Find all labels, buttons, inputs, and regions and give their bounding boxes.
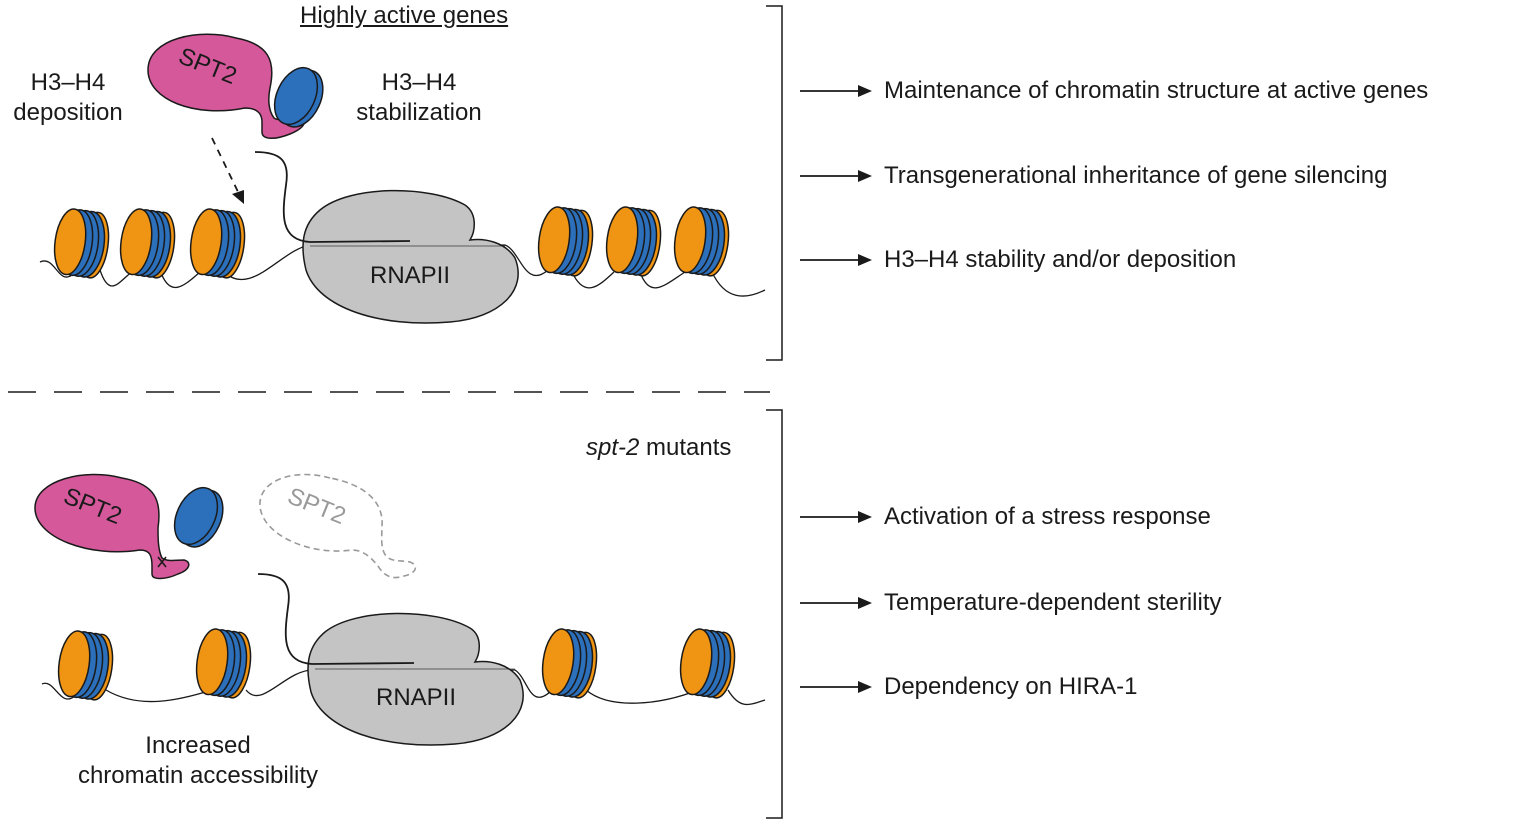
outcome-bottom-1: Activation of a stress response [800,502,1211,532]
mutation-cross-icon [157,556,167,568]
spt2-protein-bottom [34,473,190,580]
spt2-protein-top [147,33,306,139]
nucleosome [675,626,740,701]
nucleosome [185,206,250,281]
label-line: H3–H4 [30,69,106,96]
label-h3h4-stabilization: H3–H4 stabilization [340,68,498,128]
deposition-arrowhead [232,190,244,204]
rnapii-blob-top [302,189,519,324]
outcome-top-2: Transgenerational inheritance of gene si… [800,161,1387,191]
label-h3h4-deposition: H3–H4 deposition [0,68,136,128]
nucleosome [669,204,734,279]
nucleosome [49,206,114,281]
outcome-text: Temperature-dependent sterility [884,589,1222,616]
bracket-top [766,5,783,361]
deposition-dashed-arrow [211,137,241,197]
outcome-text: Maintenance of chromatin structure at ac… [884,77,1429,104]
h3-h4-histone-free [165,480,233,555]
nucleosome [115,206,180,281]
rna-transcript-top [254,151,411,243]
label-line: stabilization [356,99,482,126]
right-arrow-icon [800,170,872,182]
label-line: chromatin accessibility [77,762,319,789]
nucleosome [537,626,602,701]
outcome-text: Activation of a stress response [884,503,1211,530]
outcome-text: Transgenerational inheritance of gene si… [884,162,1388,189]
panel-title-top: Highly active genes [300,2,509,29]
outcome-bottom-2: Temperature-dependent sterility [800,588,1222,618]
outcome-top-3: H3–H4 stability and/or deposition [800,245,1236,275]
nucleosome [191,626,256,701]
panel-title-bottom: spt-2 mutants [586,433,731,463]
outcome-top-1: Maintenance of chromatin structure at ac… [800,76,1428,106]
label-line: H3–H4 [381,69,457,96]
rnapii-label-bottom: RNAPII [375,684,456,711]
right-arrow-icon [800,85,872,97]
nucleosome [601,204,666,279]
outcome-bottom-3: Dependency on HIRA-1 [800,672,1137,702]
right-arrow-icon [800,254,872,266]
label-line: Increased [145,732,251,759]
right-arrow-icon [800,681,872,693]
label-line: deposition [13,99,123,126]
rnapii-label-top: RNAPII [369,262,450,289]
panel-title-rest: mutants [639,434,732,461]
spt2-ghost-label: SPT2 [284,483,350,531]
bracket-bottom [766,409,783,819]
right-arrow-icon [800,511,872,523]
spt2-ghost-outline [259,473,417,579]
label-increased-accessibility: Increased chromatin accessibility [46,731,350,791]
nucleosome [533,204,598,279]
rnapii-blob-bottom [307,612,524,746]
rna-transcript-bottom [257,573,415,665]
outcome-text: H3–H4 stability and/or deposition [884,246,1237,273]
outcome-text: Dependency on HIRA-1 [884,673,1138,700]
right-arrow-icon [800,597,872,609]
panel-title-italic: spt-2 [586,434,640,461]
